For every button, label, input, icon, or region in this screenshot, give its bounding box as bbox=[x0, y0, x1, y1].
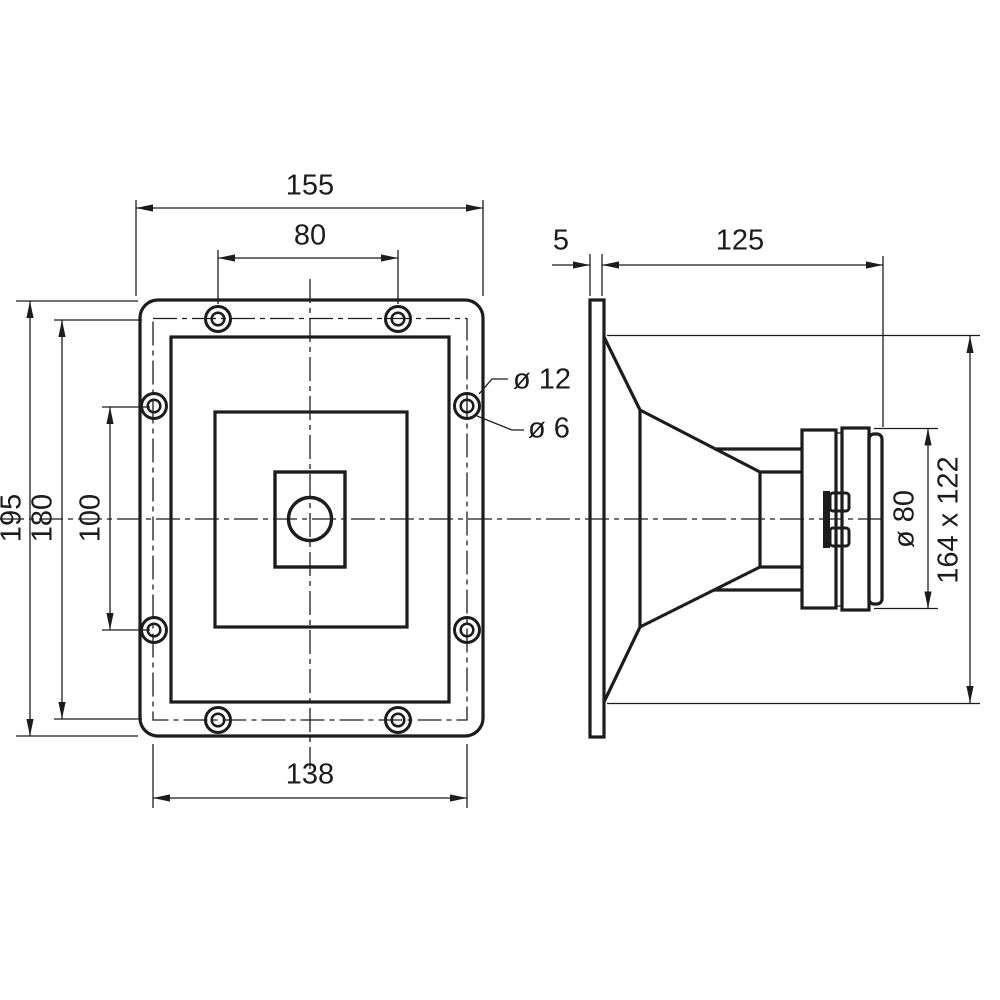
terminal-block bbox=[823, 491, 851, 548]
arrowhead bbox=[381, 254, 398, 262]
arrowhead bbox=[924, 428, 932, 446]
dim-5: 5 bbox=[552, 225, 603, 296]
dim-100-label: 100 bbox=[75, 494, 107, 542]
dim-80-label: 80 bbox=[294, 220, 326, 252]
dim-dia80: ø 80 bbox=[874, 427, 938, 610]
dim-138-label: 138 bbox=[286, 759, 334, 791]
screw-hole-inner bbox=[390, 311, 406, 327]
front-inner-opening-outline bbox=[213, 410, 409, 629]
leader-hole-6: ø 6 bbox=[476, 413, 570, 445]
leader-line bbox=[476, 415, 524, 431]
screw-hole-inner bbox=[459, 398, 475, 414]
arrowhead bbox=[450, 794, 467, 802]
dim-195-label: 195 bbox=[0, 494, 28, 542]
arrowhead bbox=[58, 702, 66, 719]
side-flange-plate bbox=[588, 298, 606, 739]
dim-180-label: 180 bbox=[27, 494, 59, 542]
arrowhead bbox=[866, 261, 883, 269]
arrowhead bbox=[573, 261, 590, 269]
dim-138: 138 bbox=[152, 744, 468, 808]
screw-hole-outer bbox=[384, 305, 412, 333]
dim-180: 180 bbox=[27, 319, 142, 720]
arrowhead bbox=[466, 204, 483, 212]
leader-hole-12: ø 12 bbox=[478, 364, 571, 396]
front-throat-hole bbox=[286, 495, 334, 543]
centerlines bbox=[0, 279, 882, 769]
screw-hole bbox=[384, 305, 412, 333]
dim-5-label: 5 bbox=[553, 225, 569, 257]
arrowhead bbox=[924, 591, 932, 609]
front-screw-center-rect bbox=[152, 317, 468, 721]
dim-80: 80 bbox=[217, 220, 399, 304]
screw-holes bbox=[140, 305, 481, 734]
dim-100: 100 bbox=[75, 406, 150, 631]
front-throat-boss bbox=[273, 470, 347, 569]
arrowhead bbox=[106, 407, 114, 424]
dim-dia6-label: ø 6 bbox=[528, 413, 570, 445]
front-mouth-outline bbox=[169, 335, 451, 704]
screw-hole bbox=[140, 392, 168, 420]
arrowhead bbox=[602, 261, 619, 269]
screw-hole bbox=[453, 392, 481, 420]
screw-hole-inner bbox=[210, 311, 226, 327]
dimensions: 155 80 195 180 bbox=[0, 170, 980, 808]
screw-hole-inner bbox=[459, 622, 475, 638]
front-view bbox=[138, 298, 485, 738]
terminal-bar bbox=[823, 491, 830, 548]
arrowhead bbox=[136, 204, 153, 212]
terminal-tab-upper bbox=[828, 491, 851, 513]
arrowhead bbox=[218, 254, 235, 262]
arrowhead bbox=[58, 320, 66, 337]
dim-164x122: 164 x 122 bbox=[607, 334, 980, 705]
dim-125-label: 125 bbox=[716, 225, 764, 257]
screw-hole bbox=[384, 706, 412, 734]
side-view bbox=[588, 298, 884, 739]
screw-hole-outer bbox=[140, 392, 168, 420]
screw-hole-outer bbox=[453, 392, 481, 420]
arrowhead bbox=[106, 613, 114, 630]
screw-hole bbox=[204, 305, 232, 333]
arrowhead bbox=[966, 336, 974, 353]
screw-hole-outer bbox=[204, 706, 232, 734]
driver-rear-cap bbox=[867, 432, 884, 606]
arrowhead bbox=[26, 719, 34, 736]
screw-hole-inner bbox=[210, 712, 226, 728]
screw-hole-outer bbox=[204, 305, 232, 333]
terminal-tab-lower bbox=[828, 526, 851, 548]
dim-155: 155 bbox=[135, 170, 484, 296]
arrowhead bbox=[153, 794, 170, 802]
leader-line bbox=[478, 378, 508, 395]
screw-hole bbox=[453, 616, 481, 644]
dim-dia80-label: ø 80 bbox=[889, 490, 921, 548]
dim-155-label: 155 bbox=[286, 170, 334, 202]
dim-164x122-label: 164 x 122 bbox=[933, 456, 965, 583]
front-flange-outline bbox=[138, 298, 485, 738]
screw-hole bbox=[204, 706, 232, 734]
dim-dia12-label: ø 12 bbox=[513, 364, 571, 396]
screw-hole-inner bbox=[390, 712, 406, 728]
screw-hole-outer bbox=[453, 616, 481, 644]
screw-hole-outer bbox=[384, 706, 412, 734]
dim-195: 195 bbox=[0, 300, 138, 737]
arrowhead bbox=[966, 686, 974, 703]
screw-hole-inner bbox=[146, 398, 162, 414]
dim-125: 125 bbox=[602, 225, 884, 427]
arrowhead bbox=[26, 301, 34, 318]
